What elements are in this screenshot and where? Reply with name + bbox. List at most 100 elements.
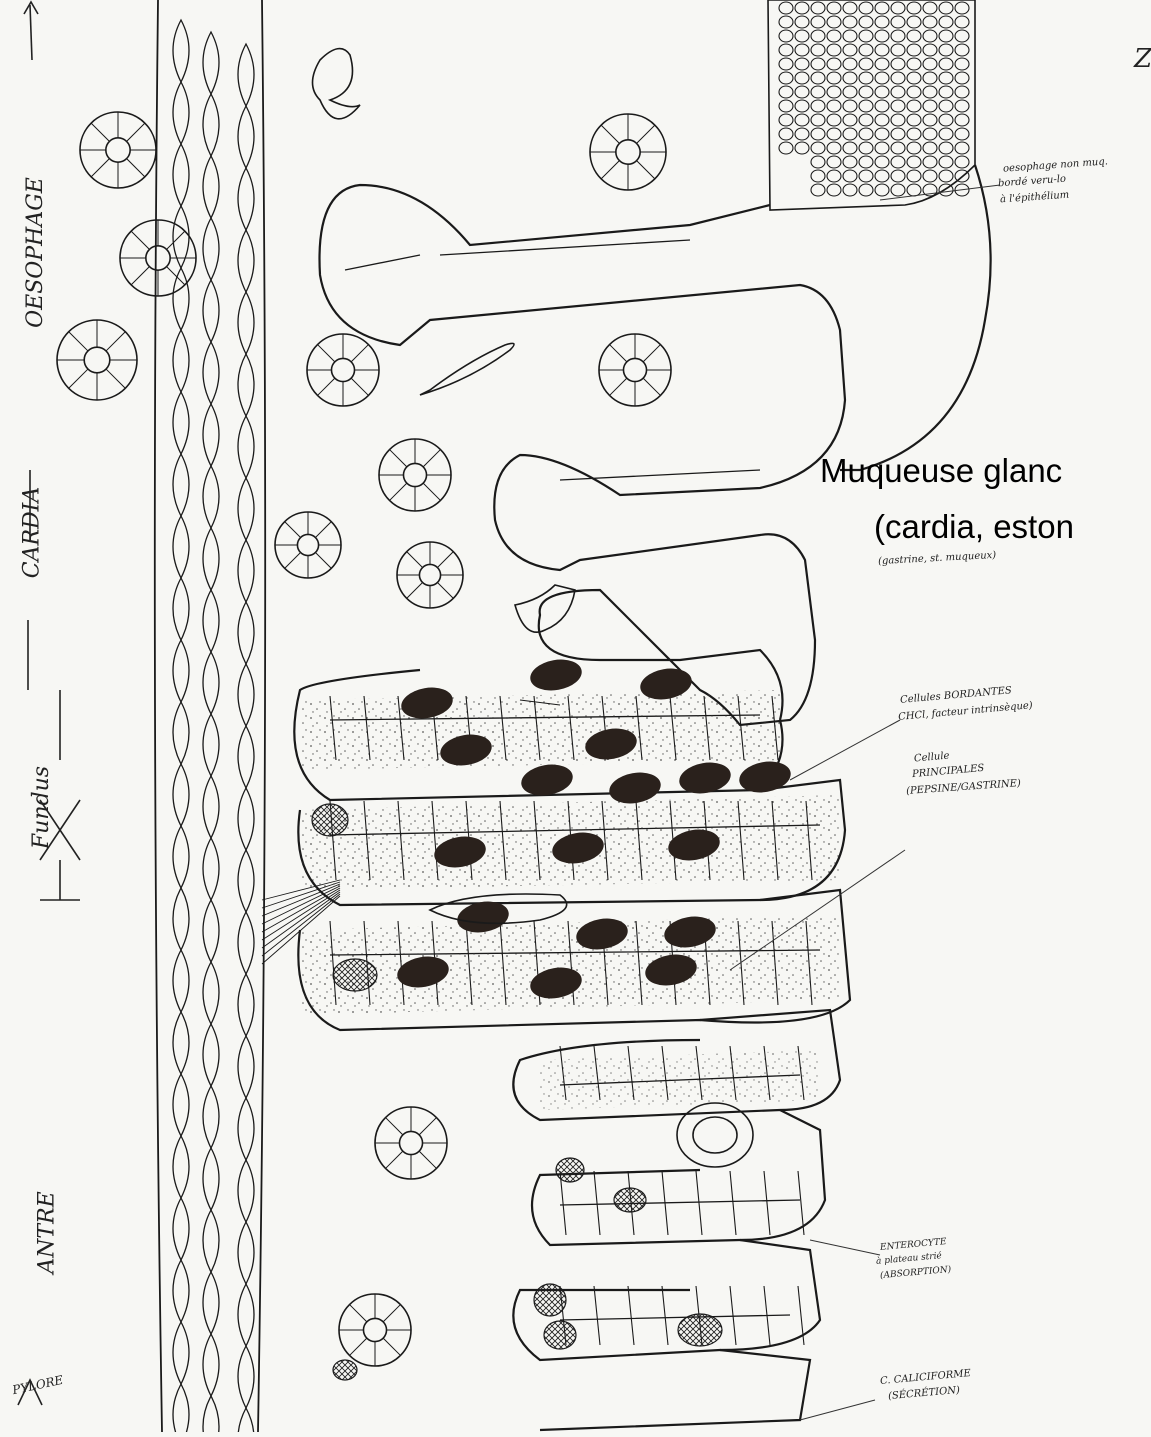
squamous-cell [891,72,905,84]
squamous-cell [827,30,841,42]
typed-label-line1: Muqueuse glanc [820,452,1062,490]
squamous-cell [779,114,793,126]
squamous-cell [811,100,825,112]
squamous-cell [811,2,825,14]
squamous-cell [811,44,825,56]
squamous-cell [907,184,921,196]
squamous-cell [891,142,905,154]
squamous-cell [827,86,841,98]
gland-cell-wall [601,125,619,143]
gland-cell-wall [351,378,368,395]
muscle-cell [173,144,189,206]
muscle-cell [238,168,254,230]
squamous-cell [859,30,873,42]
squamous-cell [843,142,857,154]
gland-cell-wall [91,123,109,141]
gland-cell-wall [318,378,335,395]
squamous-cell [779,72,793,84]
squamous-cell [907,44,921,56]
muscle-cell [173,20,189,82]
squamous-cell [859,128,873,140]
muscle-cell [203,1024,219,1086]
squamous-cell [859,44,873,56]
muscle-fiber [262,886,340,924]
squamous-cell [955,58,969,70]
squamous-cell [811,128,825,140]
gland-lumen [331,358,354,381]
squamous-cell [795,142,809,154]
squamous-cell [827,16,841,28]
squamous-cell [923,170,937,182]
gland-cell-wall [419,1118,436,1135]
gland-lumen [399,1131,422,1154]
gland-cell-wall [437,582,453,598]
squamous-cell [859,2,873,14]
squamous-cell [843,2,857,14]
gland-cell-wall [386,1118,403,1135]
muscle-cell [238,540,254,602]
squamous-cell [827,142,841,154]
gland-cell-wall [423,483,440,500]
gland-lumen [616,140,640,164]
squamous-cell [875,72,889,84]
squamous-cell [795,86,809,98]
muscle-cell [173,640,189,702]
squamous-cell [923,100,937,112]
muscle-cell [173,330,189,392]
muscle-cell [203,1272,219,1334]
gland-cell-wall [285,522,301,538]
squamous-cell [859,156,873,168]
muscle-cell [238,416,254,478]
cell-partition [730,1286,736,1345]
squamous-cell [875,86,889,98]
squamous-cell [875,16,889,28]
muscle-cell [203,1210,219,1272]
squamous-cell [859,114,873,126]
squamous-cell [859,170,873,182]
cell-partition [594,1171,600,1235]
gland-cell-wall [419,1151,436,1168]
muscle-cell [203,280,219,342]
squamous-cell [843,16,857,28]
squamous-cell [779,142,793,154]
squamous-cell [939,142,953,154]
muscle-cell [203,652,219,714]
squamous-cell [891,100,905,112]
gland-cell-wall [383,1338,400,1355]
region-label-cardia: CARDIA [19,487,44,579]
gland-cell-wall [127,159,145,177]
gland-cell-wall [285,552,301,568]
squamous-cell [779,44,793,56]
muscle-cell [173,268,189,330]
gland-cell-wall [643,345,660,362]
gland-cell-wall [91,159,109,177]
muscle-cell [203,466,219,528]
squamous-cell [907,156,921,168]
squamous-cell [923,114,937,126]
squamous-cell [875,170,889,182]
gland-cell-wall [601,161,619,179]
gland-lumen [146,246,170,270]
gland-lumen [84,347,110,373]
squamous-cell [907,86,921,98]
squamous-cell [891,44,905,56]
squamous-cell [779,86,793,98]
nucleus [528,656,584,695]
muscle-cell [238,850,254,912]
squamous-cell [811,170,825,182]
squamous-cell [923,2,937,14]
squamous-cell [923,16,937,28]
squamous-cell [939,100,953,112]
squamous-cell [779,128,793,140]
muscle-cell [173,206,189,268]
squamous-cell [923,86,937,98]
gland-cell-wall [318,345,335,362]
gland-lumen [419,564,440,585]
squamous-cell [939,16,953,28]
squamous-cell [875,30,889,42]
muscle-cell [173,82,189,144]
muscle-cell [238,354,254,416]
gland-lumen [106,138,130,162]
